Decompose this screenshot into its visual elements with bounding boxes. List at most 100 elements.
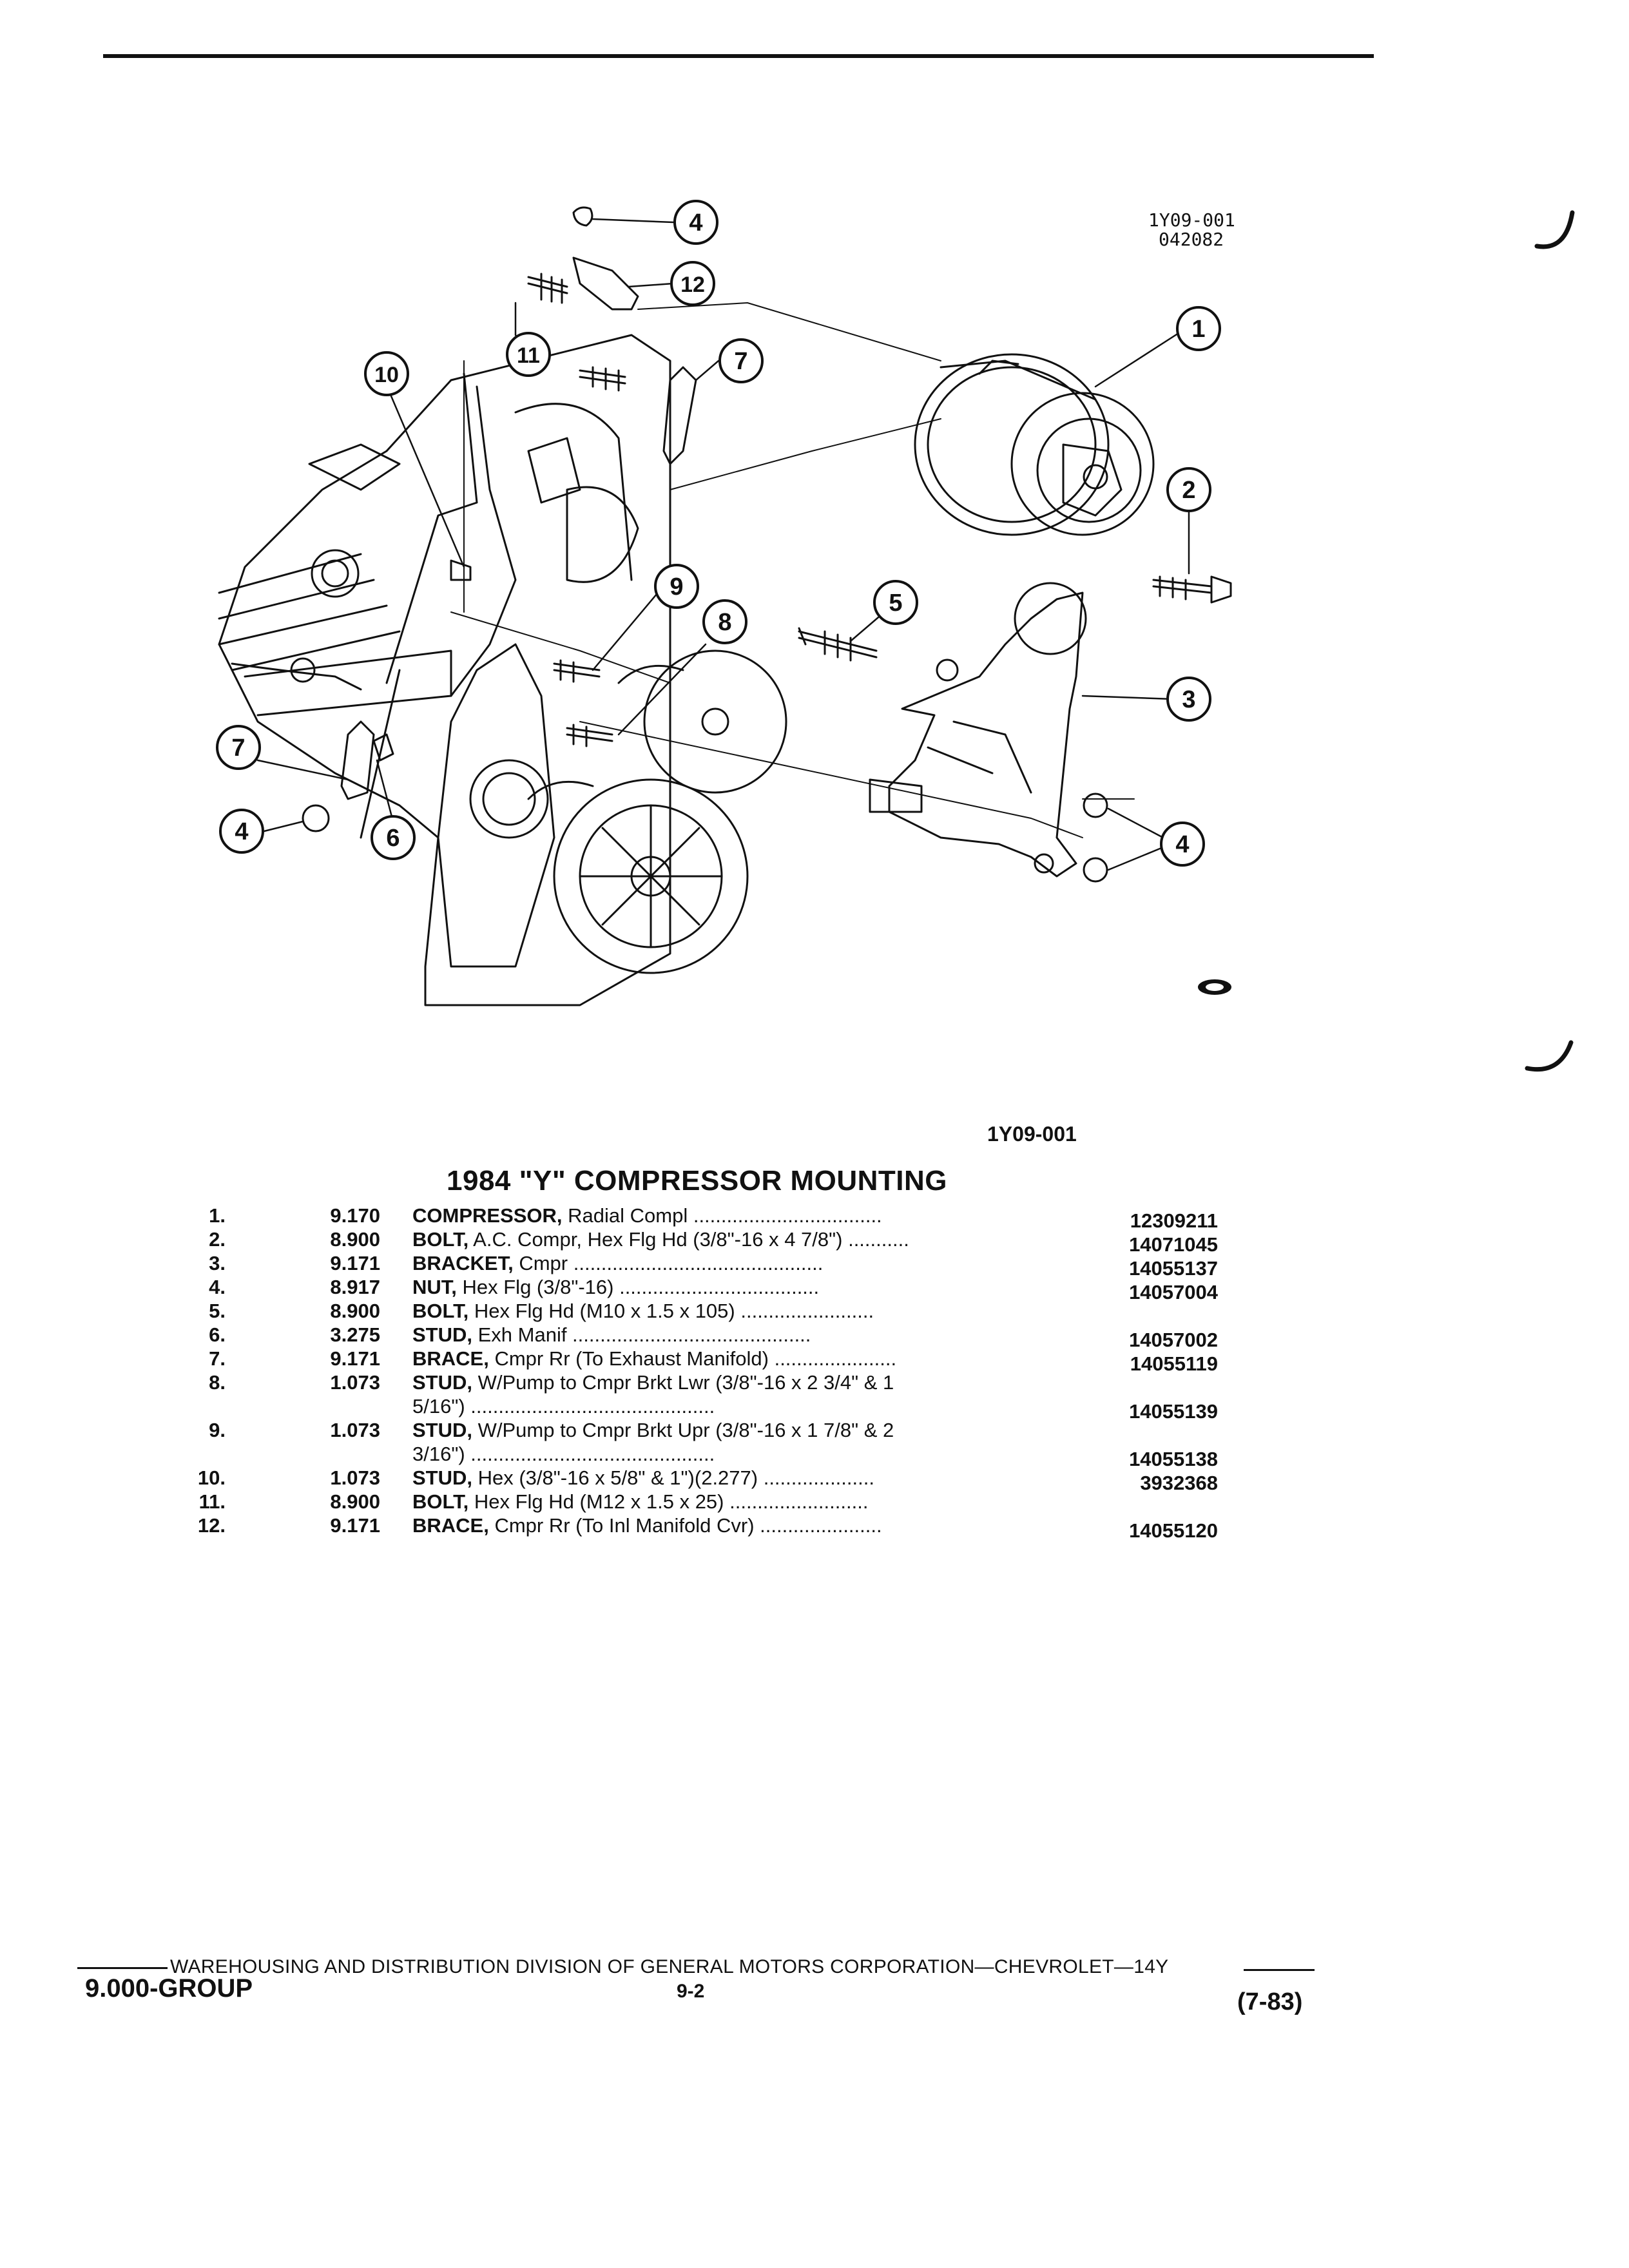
part-detail: W/Pump to Cmpr Brkt Lwr (3/8"-16 x 2 3/4… [412,1371,894,1418]
part-detail: Hex Flg Hd (M12 x 1.5 x 25) ............… [468,1490,869,1513]
part-row: 6. 3.275 STUD, Exh Manif .................… [161,1323,1218,1351]
part-description: BOLT, A.C. Compr, Hex Flg Hd (3/8"-16 x … [412,1227,1063,1251]
group-number: 9.171 [330,1514,380,1537]
registration-mark [1198,979,1231,995]
callout-1: 1 [1176,306,1221,351]
figure-date-code: 042082 [1159,229,1224,250]
nut-4-top [572,206,593,227]
stud-6 [372,733,394,762]
compressor-bracket [869,582,1087,878]
part-description: COMPRESSOR, Radial Compl ...............… [412,1204,1063,1227]
stud-9 [553,659,601,683]
part-name: BOLT, [412,1490,469,1513]
part-row: 5. 8.900 BOLT, Hex Flg Hd (M10 x 1.5 x 105… [161,1299,1218,1323]
part-number-index: 5. [209,1300,226,1322]
group-number: 9.171 [330,1252,380,1274]
part-number-index: 9. [209,1419,226,1441]
part-name: STUD, [412,1371,472,1394]
revision-date: (7-83) [1237,1988,1303,2015]
bolt-11-upper [527,273,568,304]
part-number-index: 4. [209,1276,226,1298]
water-pump-pulley [643,649,787,794]
part-number-index: 11. [198,1490,226,1513]
part-name: BRACE, [412,1347,489,1370]
callout-4: 4 [1160,822,1205,867]
part-detail: Exh Manif ..............................… [472,1323,811,1346]
callout-4: 4 [219,809,264,854]
part-description: BOLT, Hex Flg Hd (M10 x 1.5 x 105) .....… [412,1299,1063,1323]
part-description: BRACE, Cmpr Rr (To Inl Manifold Cvr) ...… [412,1514,1063,1537]
part-description: STUD, Hex (3/8"-16 x 5/8" & 1")(2.277) .… [412,1466,1063,1490]
part-detail: W/Pump to Cmpr Brkt Upr (3/8"-16 x 1 7/8… [412,1419,894,1465]
part-description: STUD, W/Pump to Cmpr Brkt Lwr (3/8"-16 x… [412,1370,1063,1418]
nut-4-left [302,804,330,832]
part-detail: Cmpr ...................................… [513,1252,824,1274]
group-number: 8.900 [330,1228,380,1251]
svg-text:2: 2 [1182,477,1195,504]
part-detail: Hex (3/8"-16 x 5/8" & 1")(2.277) .......… [472,1466,874,1489]
part-number-index: 6. [209,1323,226,1346]
group-number: 3.275 [330,1323,380,1346]
part-name: STUD, [412,1466,472,1489]
callout-2: 2 [1166,467,1211,512]
callout-8: 8 [702,599,747,644]
svg-text:12: 12 [680,273,705,297]
callout-4: 4 [673,200,718,245]
svg-text:4: 4 [1175,831,1189,858]
part-name: BOLT, [412,1228,469,1251]
part-name: BRACKET, [412,1252,514,1274]
part-catalog-number: 3932368 [1140,1472,1218,1494]
group-number: 8.900 [330,1300,380,1322]
part-detail: Cmpr Rr (To Inl Manifold Cvr) ..........… [488,1514,882,1537]
bolt-5 [798,627,878,662]
part-number-index: 7. [209,1347,226,1370]
part-catalog-number: 14055137 [1129,1257,1218,1280]
part-catalog-number: 14055120 [1129,1519,1218,1542]
svg-text:9: 9 [670,573,683,601]
part-number-index: 8. [209,1371,226,1394]
margin-mark-2 [1525,1040,1574,1072]
figure-code: 1Y09-001 [1148,209,1235,231]
part-catalog-number: 12309211 [1130,1209,1218,1232]
callout-6: 6 [371,815,416,860]
svg-text:7: 7 [734,348,747,375]
bolt-11 [579,366,626,392]
svg-text:11: 11 [517,343,540,368]
part-detail: A.C. Compr, Hex Flg Hd (3/8"-16 x 4 7/8"… [468,1228,909,1251]
part-catalog-number: 14057002 [1129,1329,1218,1351]
part-detail: Hex Flg (3/8"-16) ......................… [456,1276,820,1298]
timing-cover-opening [469,759,549,839]
page-number: 9-2 [677,1981,705,2002]
radiator-cap [311,549,360,598]
stud-8 [566,724,613,747]
svg-text:6: 6 [386,825,400,852]
part-description: NUT, Hex Flg (3/8"-16) .................… [412,1275,1063,1299]
part-number-index: 12. [197,1514,226,1537]
part-name: STUD, [412,1323,472,1346]
footer-group: 9.000-GROUP [85,1974,253,2003]
part-name: NUT, [412,1276,457,1298]
top-rule [103,54,1374,58]
callout-7: 7 [216,725,261,770]
compressor [914,353,1155,536]
group-number: 9.171 [330,1347,380,1370]
svg-text:8: 8 [718,609,731,636]
callout-12: 12 [670,261,715,306]
stud-10 [450,559,472,581]
part-name: BOLT, [412,1300,469,1322]
part-description: BRACKET, Cmpr ..........................… [412,1251,1063,1275]
part-number-index: 1. [209,1204,226,1227]
group-number: 1.073 [330,1371,380,1394]
brace-12 [572,256,639,311]
footer-division: WAREHOUSING AND DISTRIBUTION DIVISION OF… [77,1956,1169,1978]
part-detail: Radial Compl ...........................… [562,1204,882,1227]
callout-10: 10 [364,351,409,396]
part-row: 8. 1.073 STUD, W/Pump to Cmpr Brkt Lwr (3/… [161,1370,1218,1423]
